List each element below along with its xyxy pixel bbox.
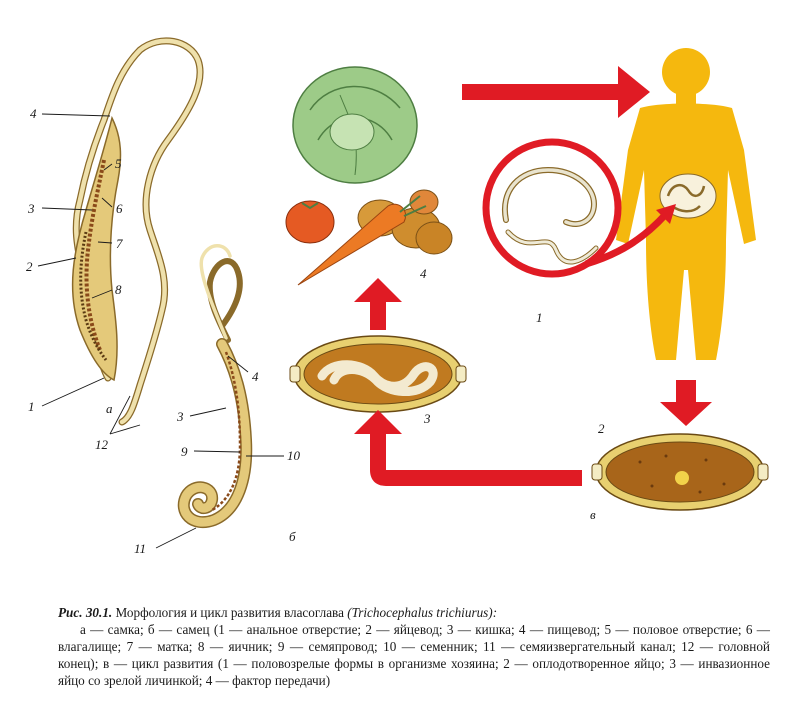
label-male-4: 4 xyxy=(252,369,259,384)
carrot-icon xyxy=(297,195,427,286)
label-letter-a: а xyxy=(106,401,113,416)
label-female-7: 7 xyxy=(116,236,123,251)
caption-title-line: Рис. 30.1. Морфология и цикл развития вл… xyxy=(58,604,770,621)
fertilized-egg xyxy=(591,433,769,511)
transmission-food xyxy=(285,66,453,286)
label-12: 12 xyxy=(95,437,109,452)
male-worm-body xyxy=(206,258,243,343)
arrow-magnify-to-intestine xyxy=(585,211,669,268)
label-cycle-3: 3 xyxy=(423,411,431,426)
label-male-9: 9 xyxy=(181,444,188,459)
label-female-4: 4 xyxy=(30,106,37,121)
female-worm xyxy=(71,37,204,426)
female-uterus xyxy=(84,159,106,351)
label-letter-v: в xyxy=(590,507,596,522)
caption-latin-name: (Trichocephalus trichiurus): xyxy=(347,605,498,620)
male-worm-head xyxy=(199,244,232,340)
human-host-icon xyxy=(616,48,756,360)
label-female-1: 1 xyxy=(28,399,35,414)
label-cycle-4: 4 xyxy=(420,266,427,281)
larva xyxy=(317,360,438,397)
invasive-egg-with-larva xyxy=(289,335,467,413)
caption-title: Морфология и цикл развития власоглава xyxy=(112,605,348,620)
adult-worms-magnified xyxy=(482,138,622,278)
female-worm-body-fill xyxy=(74,38,203,425)
label-male-11: 11 xyxy=(134,541,146,556)
figure-labels: 4 5 3 6 7 2 8 1 а 12 4 3 9 10 11 б 4 1 3… xyxy=(26,106,605,556)
label-female-2: 2 xyxy=(26,259,33,274)
arrow-human-to-egg xyxy=(660,380,712,426)
label-letter-b: б xyxy=(289,529,296,544)
male-worm-thick-fill xyxy=(179,339,251,527)
label-female-5: 5 xyxy=(115,156,122,171)
label-male-10: 10 xyxy=(287,448,301,463)
tomato-icon xyxy=(285,200,335,244)
caption-legend: а — самка; б — самец (1 — анальное отвер… xyxy=(58,622,770,688)
cycle-arrows xyxy=(354,66,712,486)
arrow-invasive-to-food xyxy=(354,278,402,330)
arrow-food-to-human xyxy=(462,66,650,118)
male-worm xyxy=(177,244,253,528)
label-female-3: 3 xyxy=(27,201,35,216)
label-male-3: 3 xyxy=(176,409,184,424)
female-leader-lines xyxy=(37,113,141,435)
label-female-8: 8 xyxy=(115,282,122,297)
female-thick-body xyxy=(71,115,122,382)
caption-figure-number: Рис. 30.1. xyxy=(58,605,113,620)
figure-caption: Рис. 30.1. Морфология и цикл развития вл… xyxy=(58,604,770,689)
cabbage-icon xyxy=(292,66,418,184)
male-leader-lines xyxy=(155,355,284,549)
label-cycle-1: 1 xyxy=(536,310,543,325)
arrow-egg-to-invasive xyxy=(354,410,582,486)
female-ovary xyxy=(79,231,108,361)
label-female-6: 6 xyxy=(116,201,123,216)
male-testis xyxy=(211,351,242,512)
label-cycle-2: 2 xyxy=(598,421,605,436)
trichuris-diagram: 4 5 3 6 7 2 8 1 а 12 4 3 9 10 11 б 4 1 3… xyxy=(26,37,769,556)
